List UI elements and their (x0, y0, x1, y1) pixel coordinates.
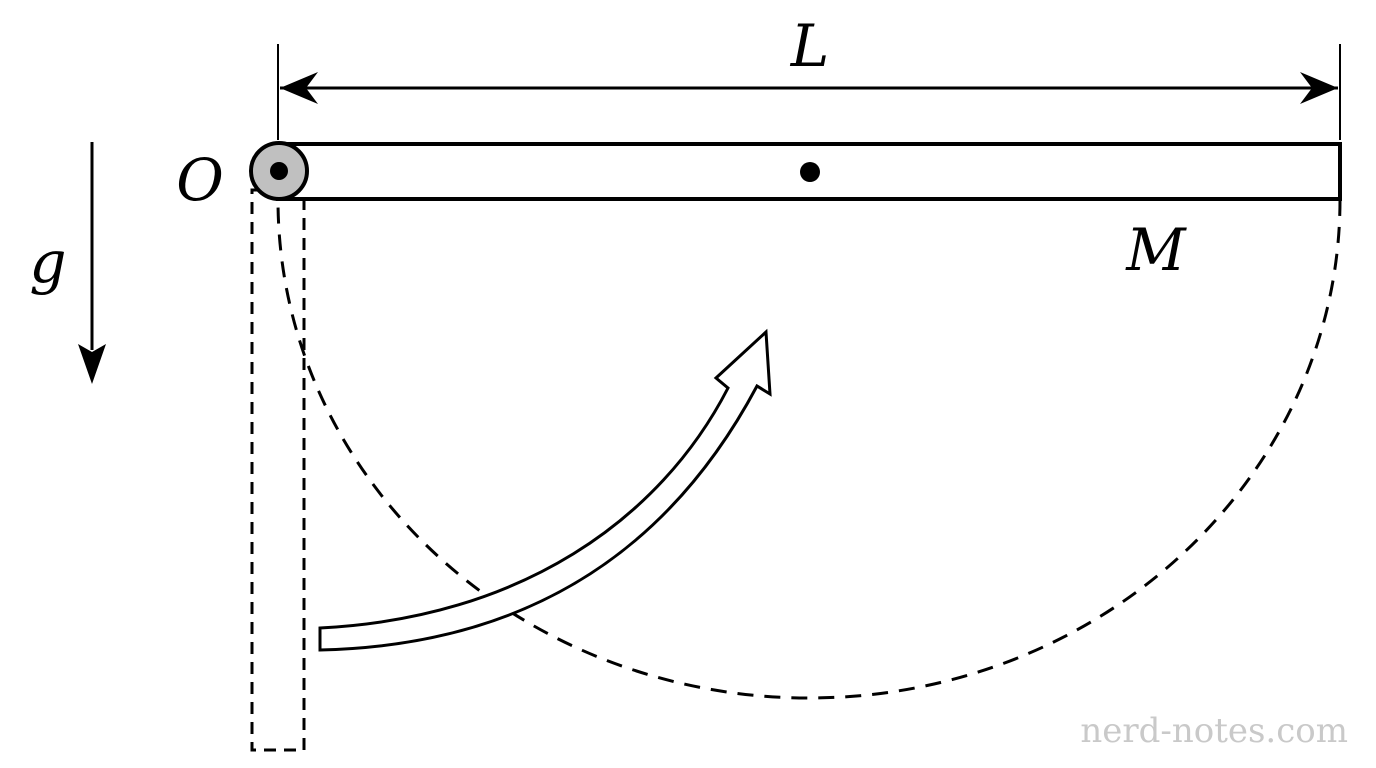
dimension-arrowhead-right (1300, 72, 1338, 104)
length-label: L (790, 12, 830, 80)
rotation-direction-arrow (318, 328, 772, 652)
gravity-indicator: g (29, 142, 106, 384)
gravity-arrowhead (78, 344, 106, 384)
dimension-arrowhead-left (280, 72, 318, 104)
mass-label: M (1125, 216, 1187, 284)
watermark-text: nerd-notes.com (1080, 711, 1348, 751)
rod-vertical-position (250, 188, 306, 752)
pivot-label: O (176, 146, 224, 214)
swing-path-arc (276, 199, 1342, 700)
pivot-axle-dot (270, 162, 288, 180)
pivot (249, 141, 309, 201)
gravity-label: g (29, 228, 66, 296)
length-dimension: L (277, 12, 1341, 140)
center-of-mass-dot (800, 162, 820, 182)
